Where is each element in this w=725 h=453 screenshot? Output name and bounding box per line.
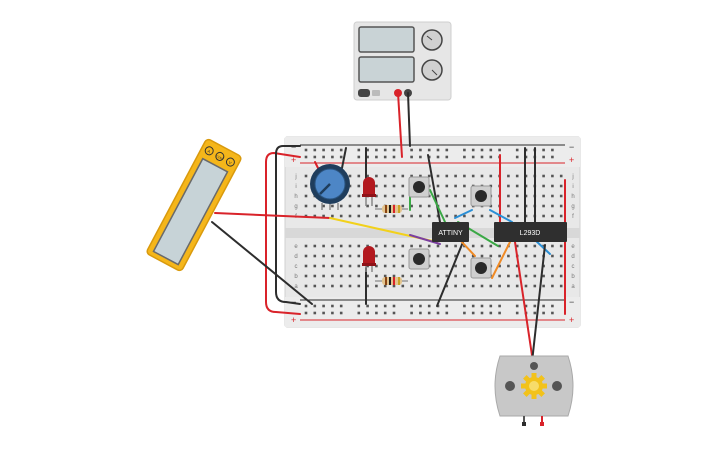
breadboard-holes	[304, 148, 563, 315]
pushbutton-2[interactable]	[470, 185, 492, 207]
wire-orange-right[interactable]	[491, 241, 511, 279]
resistor-top[interactable]	[375, 205, 408, 213]
wire-attiny-black-top[interactable]	[427, 154, 441, 223]
row-label-j-right: j	[571, 174, 573, 180]
multimeter-port-v[interactable]	[225, 157, 236, 168]
wires	[211, 92, 566, 363]
rail-label-top-plus-right: +	[569, 155, 574, 165]
supply-power-switch[interactable]	[358, 89, 370, 97]
row-label-i: i	[295, 184, 296, 190]
row-label-b-right: b	[571, 274, 575, 280]
rail-label-bottom-minus: −	[291, 297, 296, 307]
row-label-c-right: c	[572, 264, 575, 270]
row-label-d: d	[294, 254, 297, 260]
power-supply[interactable]	[353, 21, 452, 101]
rail-label-bottom-plus: +	[291, 315, 296, 325]
rail-label-bottom-plus-right: +	[569, 315, 574, 325]
supply-display-top	[358, 26, 415, 53]
wire-orange-left[interactable]	[459, 239, 476, 257]
wire-attiny-black-bottom[interactable]	[436, 241, 464, 307]
potentiometer-pointer	[319, 183, 331, 195]
wire-blue-right[interactable]	[534, 239, 551, 255]
wire-attiny-green[interactable]	[429, 189, 446, 223]
rail-label-top-minus-right: −	[569, 142, 574, 152]
pushbutton-4[interactable]	[470, 257, 492, 279]
wire-motor-black[interactable]	[531, 244, 546, 363]
resistor-bottom[interactable]	[375, 277, 408, 285]
multimeter-port-com[interactable]	[214, 151, 225, 162]
row-label-f-right: f	[572, 214, 574, 220]
wire-multimeter-red[interactable]	[214, 212, 331, 219]
wire-pot-black[interactable]	[341, 147, 347, 169]
multimeter-port-label-v: V	[228, 160, 233, 166]
row-label-a-right: a	[571, 284, 575, 290]
row-label-h-right: h	[571, 194, 574, 200]
wire-purple[interactable]	[409, 234, 441, 245]
led-red-top[interactable]	[362, 177, 376, 206]
multimeter-port-a[interactable]	[204, 145, 215, 156]
row-label-j: j	[294, 174, 296, 180]
row-label-h: h	[294, 194, 297, 200]
wire-multimeter-black[interactable]	[211, 221, 313, 305]
multimeter-port-label-com: COM	[215, 154, 224, 161]
row-label-e: e	[294, 244, 298, 250]
row-label-g-right: g	[571, 204, 574, 210]
multimeter-port-label-a: A	[207, 148, 212, 154]
supply-display-bottom	[358, 56, 415, 83]
chip-l293[interactable]: L293D	[494, 222, 567, 242]
multimeter[interactable]: A COM V	[146, 138, 242, 272]
chip-attiny[interactable]: ATTINY	[432, 222, 469, 242]
chip-attiny-label: ATTINY	[438, 230, 463, 237]
potentiometer[interactable]	[310, 164, 350, 210]
pushbutton-3[interactable]	[408, 248, 430, 270]
row-label-e-right: e	[571, 244, 575, 250]
motor-mount-left	[505, 381, 515, 391]
wire-blue-l293[interactable]	[489, 209, 513, 223]
wire-supply-negative[interactable]	[407, 92, 411, 147]
wire-left-rail-minus[interactable]	[275, 145, 301, 305]
chip-l293-label: L293D	[520, 230, 541, 237]
motor-terminal-top	[530, 362, 538, 370]
wire-blue-left[interactable]	[454, 209, 473, 219]
wire-left-rail-plus[interactable]	[265, 152, 301, 315]
wire-supply-positive[interactable]	[397, 92, 403, 158]
pushbutton-1[interactable]	[408, 176, 430, 198]
multimeter-display	[152, 157, 229, 266]
row-label-c: c	[295, 264, 298, 270]
motor-mount-right	[552, 381, 562, 391]
row-label-d-right: d	[571, 254, 574, 260]
row-label-b: b	[294, 274, 298, 280]
rail-label-top-plus: +	[291, 155, 296, 165]
wire-motor-red[interactable]	[514, 241, 534, 363]
row-label-a: a	[294, 284, 298, 290]
gear-icon	[521, 373, 547, 399]
led-red-bottom[interactable]	[362, 246, 376, 272]
row-label-g: g	[294, 204, 297, 210]
row-label-i-right: i	[572, 184, 573, 190]
rail-label-bottom-minus-right: −	[569, 297, 574, 307]
dc-motor[interactable]	[494, 355, 574, 426]
